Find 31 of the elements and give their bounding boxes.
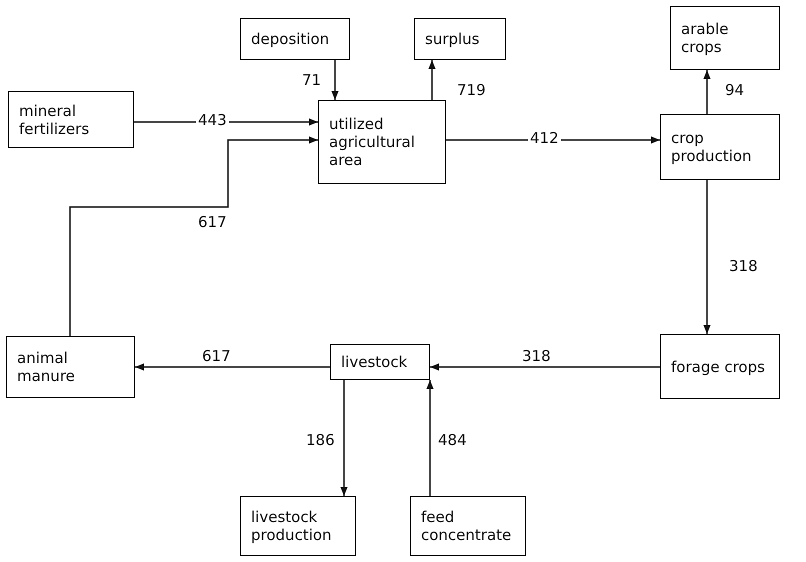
arrow — [703, 70, 711, 114]
arrow — [428, 60, 436, 100]
node-label: animal manure — [17, 349, 76, 385]
process-box — [414, 18, 506, 60]
process-box — [660, 334, 780, 399]
node-label: surplus — [425, 30, 480, 48]
arrow — [426, 380, 434, 496]
arrow — [331, 60, 339, 100]
process-box — [240, 18, 350, 60]
node-label: crop production — [671, 129, 753, 165]
node-label: forage crops — [671, 358, 765, 376]
process-box — [240, 496, 356, 556]
node-label: deposition — [251, 30, 330, 48]
process-box — [670, 6, 780, 70]
node-label: mineral fertilizers — [19, 102, 90, 138]
process-box — [6, 336, 135, 398]
process-box — [410, 496, 526, 556]
arrow — [430, 363, 660, 371]
arrow — [703, 180, 711, 334]
arrow — [69, 136, 318, 336]
process-box — [8, 91, 134, 148]
arrow — [135, 363, 330, 371]
node-label: livestock production — [251, 508, 333, 544]
process-box — [660, 114, 780, 180]
process-box — [318, 100, 446, 184]
arrow — [340, 380, 348, 496]
process-box — [330, 344, 430, 380]
node-label: feed concentrate — [421, 508, 512, 544]
node-label: utilized agricultural area — [329, 115, 416, 169]
node-label: livestock — [341, 353, 408, 371]
node-label: arable crops — [681, 20, 730, 56]
